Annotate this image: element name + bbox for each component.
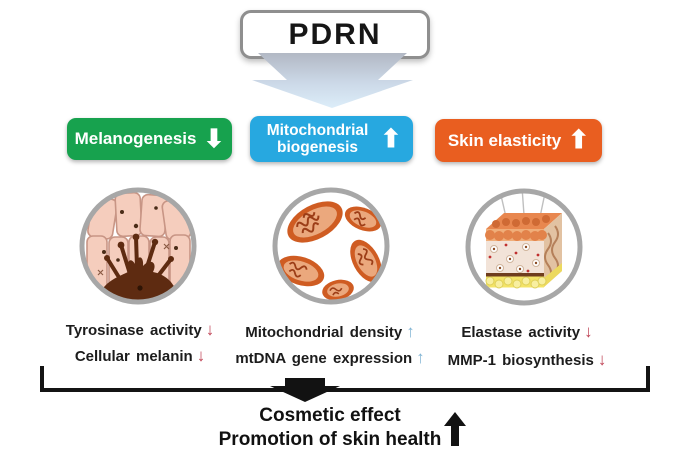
melanocyte bbox=[102, 233, 176, 302]
header-skin-elasticity-label: Skin elasticity bbox=[447, 130, 562, 150]
summary-down-arrow-icon bbox=[270, 378, 340, 402]
down-arrow-icon: ↓ bbox=[597, 350, 607, 369]
header-mitochondrial-biogenesis-label: Mitochondrial biogenesis bbox=[266, 122, 369, 156]
melanogenesis-illustration bbox=[79, 187, 197, 305]
fat-cells bbox=[485, 276, 547, 289]
finding-label: mtDNA gene expression bbox=[235, 350, 413, 367]
finding-tyrosinase-activity: Tyrosinase activity↓ bbox=[25, 320, 255, 340]
top-face-cells bbox=[492, 215, 550, 228]
conclusion-line-2: Promotion of skin health bbox=[218, 429, 442, 450]
fat-layer-side bbox=[544, 263, 562, 287]
finding-mitochondrial-density: Mitochondrial density↑ bbox=[215, 322, 445, 342]
finding-label: MMP-1 biosynthesis bbox=[447, 352, 594, 369]
finding-elastase-activity: Elastase activity↓ bbox=[412, 322, 642, 342]
pdrn-title: PDRN bbox=[288, 17, 382, 51]
summary-bracket bbox=[40, 366, 650, 392]
header-melanogenesis: Melanogenesis ⬇ bbox=[67, 118, 232, 160]
conclusion-text: Cosmetic effect Promotion of skin health bbox=[180, 404, 480, 452]
circle-border bbox=[79, 187, 197, 305]
basement-membrane bbox=[486, 273, 544, 277]
skin-cross-section-illustration bbox=[465, 188, 583, 306]
block-up-arrow-icon: ⬆ bbox=[568, 126, 590, 154]
header-mitochondrial-biogenesis: Mitochondrial biogenesis ⬆ bbox=[250, 116, 413, 162]
down-arrow-icon: ↓ bbox=[205, 320, 215, 339]
mitochondrion bbox=[322, 279, 354, 301]
mitochondria-illustration bbox=[272, 187, 390, 305]
down-arrow-icon: ↓ bbox=[584, 322, 593, 341]
circle-border bbox=[272, 187, 390, 305]
mitochondrion bbox=[277, 255, 325, 287]
circle-border bbox=[465, 188, 583, 306]
mitochondrion bbox=[350, 239, 382, 283]
mitochondrion bbox=[287, 201, 343, 243]
block-down-arrow-icon: ⬇ bbox=[203, 124, 225, 153]
epidermis-cells bbox=[485, 230, 547, 241]
up-arrow-icon: ↑ bbox=[406, 322, 415, 341]
skin-cube-group bbox=[485, 191, 562, 289]
down-arrow-icon: ↓ bbox=[196, 346, 206, 365]
finding-label: Tyrosinase activity bbox=[65, 322, 202, 339]
finding-mtdna-gene-expression: mtDNA gene expression↑ bbox=[215, 348, 445, 368]
finding-label: Elastase activity bbox=[461, 324, 581, 341]
mitochondrion bbox=[344, 206, 382, 232]
up-arrow-icon: ↑ bbox=[416, 348, 425, 367]
cell-marks bbox=[97, 243, 170, 276]
big-down-arrow-shape bbox=[252, 53, 413, 108]
conclusion-up-arrow-icon bbox=[444, 412, 466, 446]
mitochondria-group bbox=[277, 201, 382, 301]
finding-mmp1-biosynthesis: MMP-1 biosynthesis↓ bbox=[412, 350, 642, 370]
header-skin-elasticity: Skin elasticity ⬆ bbox=[435, 119, 602, 162]
melanocyte-nucleus bbox=[137, 285, 143, 291]
finding-label: Mitochondrial density bbox=[245, 324, 403, 341]
header-melanogenesis-label: Melanogenesis bbox=[74, 129, 197, 148]
fibroblasts bbox=[488, 243, 540, 273]
melanin-granules bbox=[102, 206, 178, 262]
pdrn-title-box: PDRN bbox=[240, 10, 430, 59]
finding-label: Cellular melanin bbox=[74, 348, 193, 365]
block-up-arrow-icon: ⬆ bbox=[380, 124, 402, 153]
conclusion-line-1: Cosmetic effect bbox=[259, 405, 401, 426]
finding-cellular-melanin: Cellular melanin↓ bbox=[25, 346, 255, 366]
pdrn-big-down-arrow-icon bbox=[252, 53, 413, 108]
